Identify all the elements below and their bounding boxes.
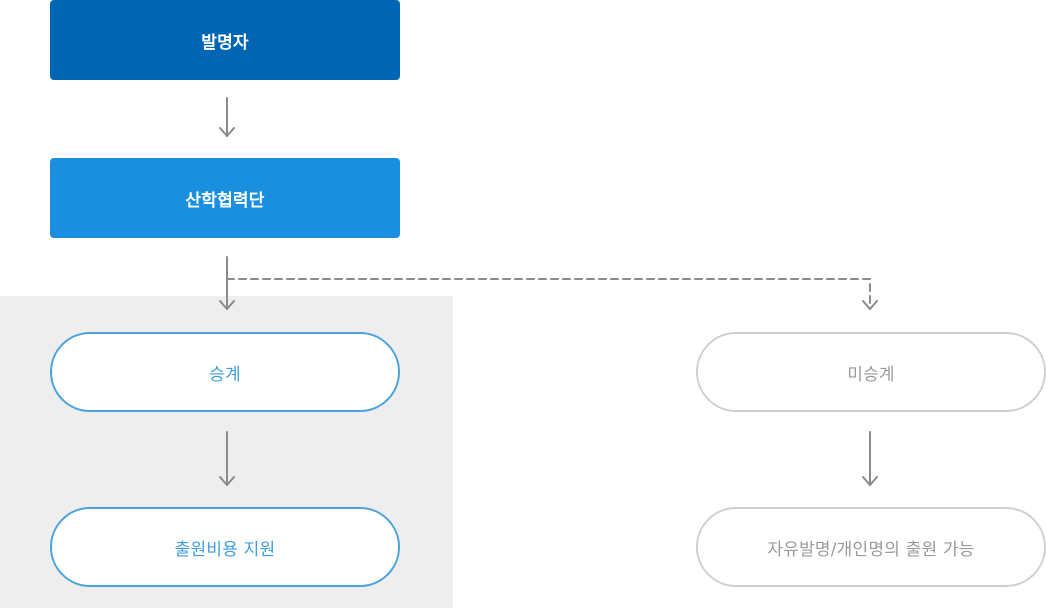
non-succession-box: 미승계 xyxy=(696,332,1046,412)
succession-box: 승계 xyxy=(50,332,400,412)
arrow-non-succession-to-free xyxy=(862,431,878,486)
succession-label: 승계 xyxy=(209,364,241,385)
inventor-box: 발명자 xyxy=(50,0,400,80)
inventor-label: 발명자 xyxy=(201,32,249,53)
free-invention-label: 자유발명/개인명의 출원 가능 xyxy=(767,539,975,560)
free-invention-box: 자유발명/개인명의 출원 가능 xyxy=(696,507,1046,587)
industry-academic-foundation-box: 산학협력단 xyxy=(50,158,400,238)
filing-cost-support-box: 출원비용 지원 xyxy=(50,507,400,587)
arrow-inventor-to-iucf xyxy=(219,97,235,137)
filing-cost-support-label: 출원비용 지원 xyxy=(174,539,276,560)
non-succession-label: 미승계 xyxy=(847,364,895,385)
industry-academic-foundation-label: 산학협력단 xyxy=(185,190,265,211)
